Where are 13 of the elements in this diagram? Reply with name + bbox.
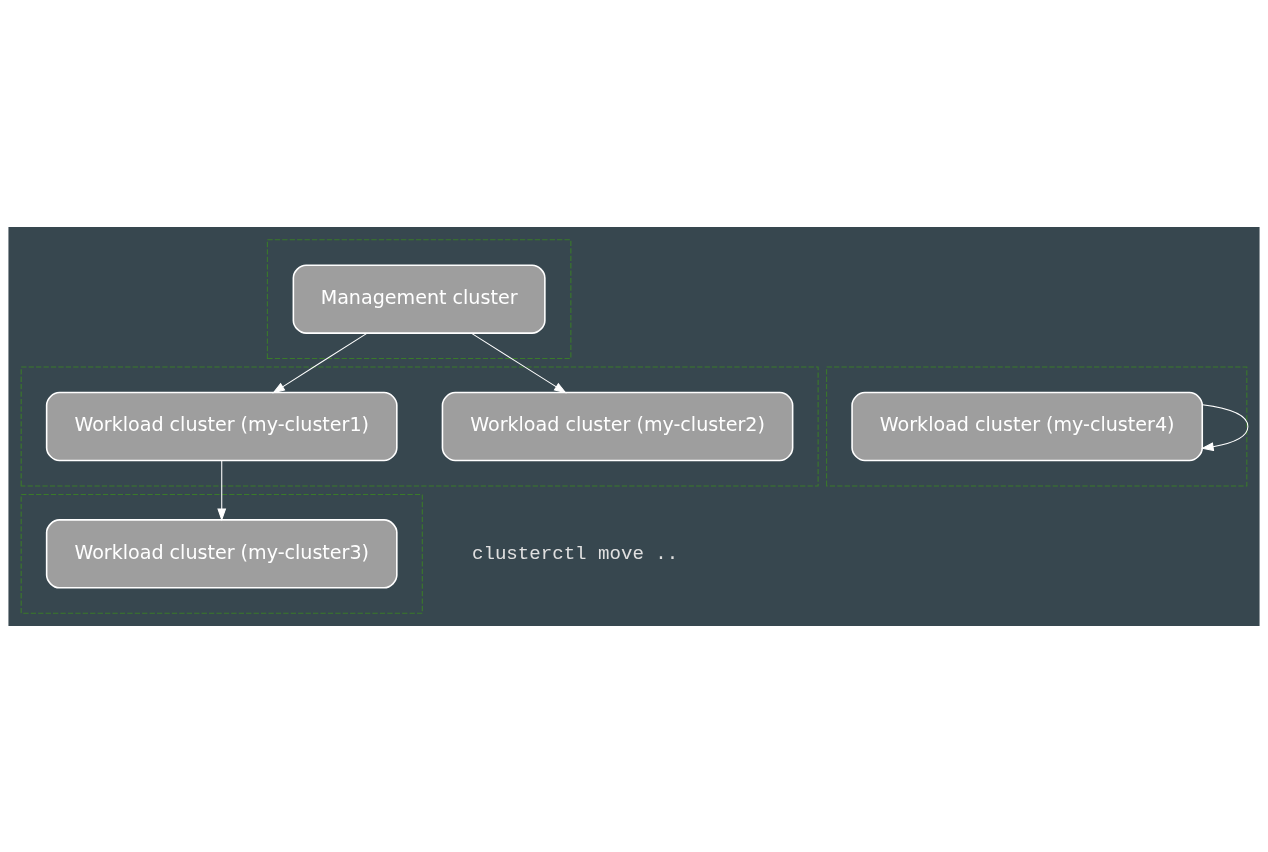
- arrow: [217, 459, 227, 521]
- cluster: [266, 238, 572, 359]
- cluster: [20, 366, 819, 486]
- label: clusterctl move ..: [471, 542, 679, 565]
- node-box: Management cluster: [292, 263, 546, 334]
- node-box: Workload cluster (my-cluster3): [45, 518, 398, 589]
- node-box: Workload cluster (my-cluster1): [45, 391, 398, 461]
- node-box: Workload cluster (my-cluster2): [441, 391, 794, 461]
- node-box: Workload cluster (my-cluster4): [851, 391, 1204, 461]
- arrow: [470, 332, 567, 393]
- arrow: [272, 332, 368, 393]
- arrow: [1200, 403, 1249, 451]
- cluster: [20, 493, 423, 614]
